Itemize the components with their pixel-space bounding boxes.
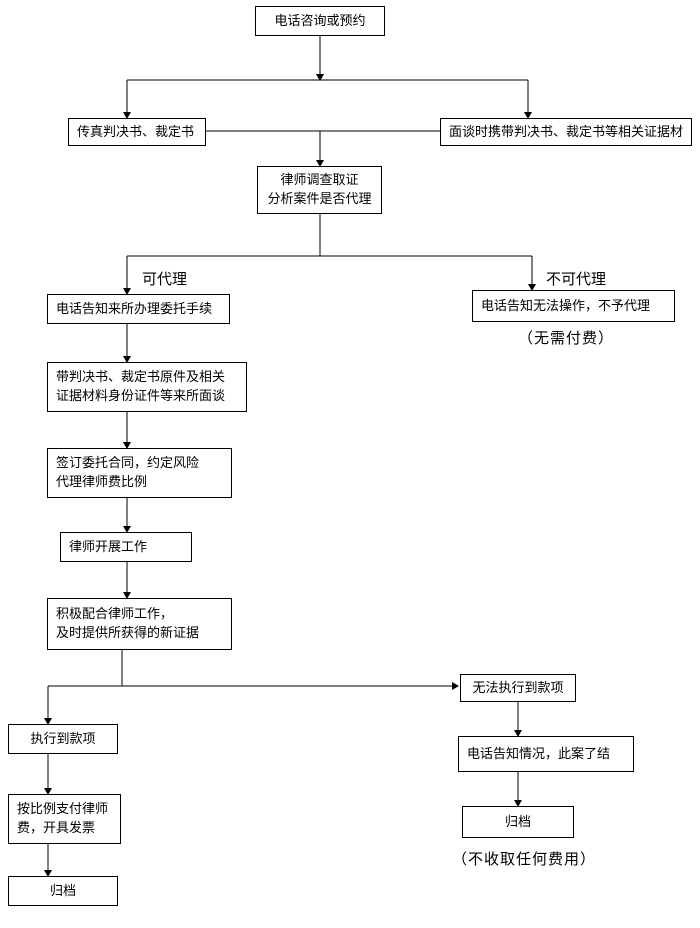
node-cannot-operate-text: 电话告知无法操作，不予代理 — [481, 298, 651, 314]
node-bring-docs-line-1: 带判决书、裁定书原件及相关 — [56, 370, 226, 385]
label-can-represent: 可代理 — [142, 270, 188, 288]
node-notify-procedure: 电话告知来所办理委托手续 — [47, 294, 230, 324]
node-bring-docs: 带判决书、裁定书原件及相关 证据材料身份证件等来所面谈 — [47, 362, 247, 412]
node-cannot-operate: 电话告知无法操作，不予代理 — [472, 290, 675, 322]
node-fax-text: 传真判决书、裁定书 — [77, 124, 195, 140]
node-sign-contract-line-2: 代理律师费比例 — [56, 475, 148, 490]
node-notify-procedure-text: 电话告知来所办理委托手续 — [56, 301, 213, 317]
node-fax: 传真判决书、裁定书 — [68, 118, 206, 146]
node-investigate: 律师调查取证 分析案件是否代理 — [257, 166, 382, 214]
node-lawyer-work-text: 律师开展工作 — [69, 539, 148, 555]
node-bring-docs-line-2: 证据材料身份证件等来所面谈 — [56, 389, 226, 404]
node-executed-text: 执行到款项 — [30, 731, 96, 747]
node-executed: 执行到款项 — [8, 724, 118, 754]
node-sign-contract: 签订委托合同，约定风险 代理律师费比例 — [47, 448, 232, 498]
node-consult-text: 电话咨询或预约 — [274, 13, 366, 29]
node-sign-contract-line-1: 签订委托合同，约定风险 — [56, 456, 200, 471]
node-investigate-line-1: 律师调查取证 — [280, 173, 359, 188]
node-notify-closed-text: 电话告知情况，此案了结 — [467, 746, 611, 762]
node-cooperate: 积极配合律师工作， 及时提供所获得的新证据 — [47, 598, 232, 650]
node-cooperate-line-2: 及时提供所获得的新证据 — [56, 626, 200, 641]
node-pay-fee: 按比例支付律师 费，开具发票 — [8, 794, 121, 844]
node-archive-right-text: 归档 — [504, 814, 531, 830]
note-no-fee: （无需付费） — [518, 329, 615, 347]
node-archive-right: 归档 — [462, 806, 574, 838]
node-interview-text: 面谈时携带判决书、裁定书等相关证据材 — [449, 124, 684, 140]
node-not-executed: 无法执行到款项 — [460, 674, 576, 702]
node-investigate-line-2: 分析案件是否代理 — [267, 192, 372, 207]
node-interview: 面谈时携带判决书、裁定书等相关证据材 — [440, 118, 692, 146]
node-archive-left-text: 归档 — [49, 883, 76, 899]
node-notify-closed: 电话告知情况，此案了结 — [458, 736, 634, 772]
node-not-executed-text: 无法执行到款项 — [472, 680, 564, 696]
node-pay-fee-line-2: 费，开具发票 — [17, 821, 96, 836]
node-lawyer-work: 律师开展工作 — [60, 532, 192, 562]
node-archive-left: 归档 — [8, 876, 118, 906]
node-cooperate-line-1: 积极配合律师工作， — [56, 607, 174, 622]
label-cannot-represent: 不可代理 — [546, 270, 607, 288]
note-no-charge: （不收取任何费用） — [452, 850, 597, 868]
node-consult: 电话咨询或预约 — [255, 6, 385, 36]
node-pay-fee-line-1: 按比例支付律师 — [17, 802, 109, 817]
